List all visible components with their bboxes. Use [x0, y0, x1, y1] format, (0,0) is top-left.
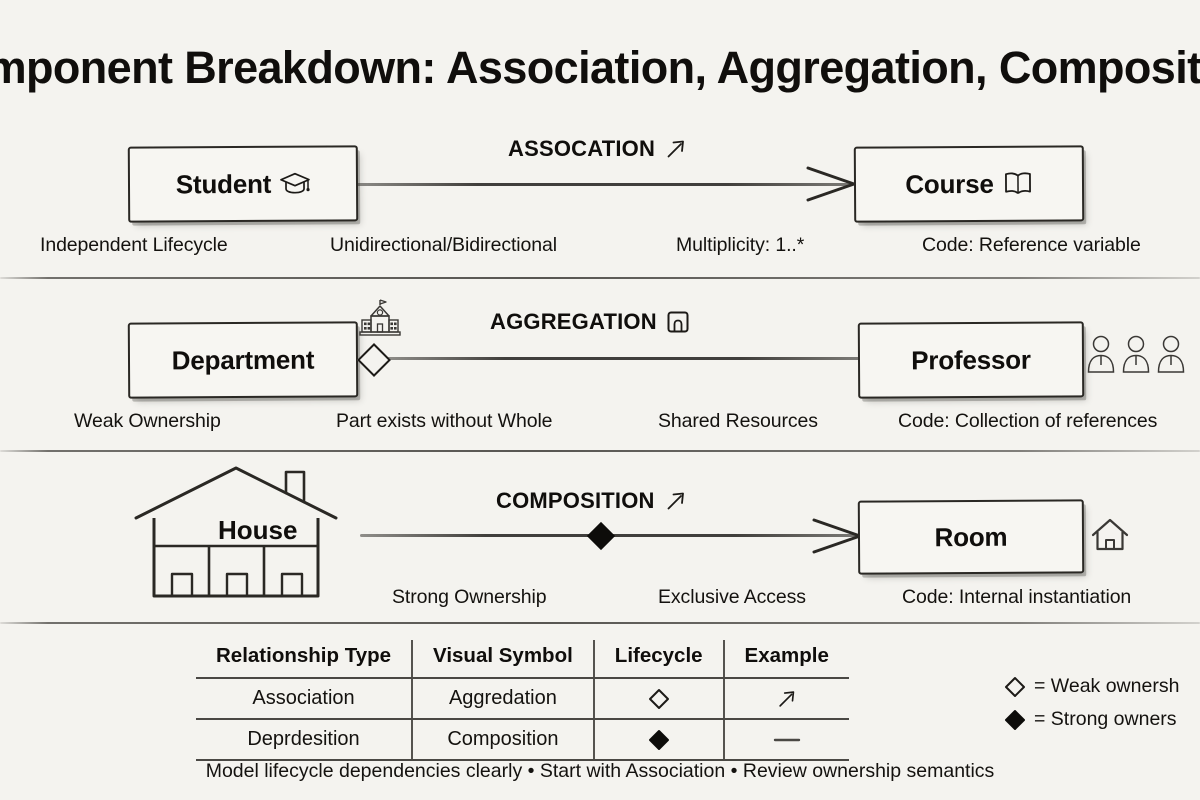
- aggregation-caption-1: Part exists without Whole: [336, 410, 553, 432]
- composition-relationship-label: COMPOSITION: [496, 488, 655, 513]
- composition-caption-2: Code: Internal instantiation: [902, 586, 1132, 608]
- aggregation-left-box[interactable]: Department: [127, 321, 359, 399]
- aggregation-caption-3: Code: Collection of references: [898, 410, 1158, 432]
- composition-caption-0: Strong Ownership: [392, 586, 547, 608]
- legend-strong-ownership: = Strong owners: [1004, 708, 1177, 731]
- legend-strong-ownership-label: = Strong owners: [1034, 708, 1177, 730]
- footer-tips: Model lifecycle dependencies clearly • S…: [205, 760, 995, 782]
- divider-3: [0, 622, 1200, 624]
- graduation-cap-icon: [280, 171, 311, 197]
- table-cell-example: [723, 678, 849, 720]
- divider-2: [0, 450, 1200, 452]
- table-cell-type: Association: [196, 678, 414, 720]
- table-cell-lifecycle: [593, 719, 725, 761]
- filled-diamond-icon: [1004, 709, 1026, 731]
- diagonal-arrow-icon: [664, 137, 688, 161]
- composition-right-box-label: Room: [934, 521, 1008, 552]
- summary-table: Relationship Type Visual Symbol Lifecycl…: [196, 640, 849, 761]
- legend-weak-ownership-label: = Weak ownersh: [1034, 675, 1180, 697]
- association-right-box[interactable]: Course: [853, 145, 1085, 223]
- filled-diamond-icon: [648, 729, 670, 751]
- table-cell-type: Deprdesition: [196, 719, 414, 761]
- diagonal-arrow-icon: [664, 489, 688, 513]
- association-caption-1: Unidirectional/Bidirectional: [330, 234, 557, 256]
- composition-right-box[interactable]: Room: [857, 499, 1085, 575]
- composition-caption-1: Exclusive Access: [658, 586, 806, 608]
- aggregation-caption-0: Weak Ownership: [74, 410, 221, 432]
- table-cell-lifecycle: [593, 678, 725, 720]
- table-cell-example: [723, 719, 849, 761]
- aggregation-connector-line: [386, 357, 860, 360]
- aggregation-hollow-diamond-icon: [357, 343, 391, 377]
- aggregation-caption-2: Shared Resources: [658, 410, 818, 432]
- dash-icon: [772, 735, 802, 745]
- table-header-example: Example: [723, 640, 849, 679]
- association-caption-0: Independent Lifecycle: [40, 234, 228, 256]
- table-cell-symbol: Composition: [412, 719, 595, 761]
- hollow-diamond-icon: [1004, 676, 1026, 698]
- aggregation-right-box-label: Professor: [911, 344, 1031, 375]
- association-left-box-label: Student: [175, 168, 272, 199]
- table-cell-symbol: Aggredation: [412, 678, 595, 720]
- association-left-box[interactable]: Student: [127, 145, 359, 223]
- aggregation-right-box[interactable]: Professor: [857, 321, 1085, 399]
- door-square-icon: [666, 310, 690, 334]
- school-building-icon: [358, 298, 402, 340]
- association-relationship-title: ASSOCATION: [508, 136, 688, 162]
- page-title: omponent Breakdown: Association, Aggrega…: [0, 42, 1200, 93]
- aggregation-relationship-label: AGGREGATION: [490, 309, 657, 334]
- association-connector-line: [352, 183, 852, 186]
- composition-filled-diamond-icon: [586, 521, 616, 551]
- composition-left-box-label: House: [218, 515, 298, 545]
- aggregation-relationship-title: AGGREGATION: [490, 309, 690, 335]
- hollow-diamond-icon: [648, 688, 670, 710]
- home-icon: [1090, 516, 1130, 554]
- open-book-icon: [1003, 171, 1033, 197]
- diagonal-arrow-icon: [776, 688, 798, 710]
- table-row[interactable]: Association Aggredation: [196, 678, 849, 720]
- three-people-icon: [1086, 332, 1186, 378]
- table-header-relationship-type: Relationship Type: [196, 640, 414, 679]
- table-header-row: Relationship Type Visual Symbol Lifecycl…: [196, 640, 849, 679]
- association-relationship-label: ASSOCATION: [508, 136, 656, 161]
- association-arrowhead-icon: [806, 164, 860, 204]
- table-header-visual-symbol: Visual Symbol: [412, 640, 595, 679]
- association-right-box-label: Course: [905, 168, 994, 199]
- association-caption-3: Code: Reference variable: [922, 234, 1141, 256]
- composition-relationship-title: COMPOSITION: [496, 488, 688, 514]
- house-outline-shape[interactable]: [132, 462, 374, 606]
- legend-weak-ownership: = Weak ownersh: [1004, 675, 1179, 698]
- table-header-lifecycle: Lifecycle: [593, 640, 725, 679]
- association-caption-2: Multiplicity: 1..*: [676, 234, 805, 256]
- aggregation-left-box-label: Department: [171, 344, 315, 375]
- table-row[interactable]: Deprdesition Composition: [196, 719, 849, 761]
- divider-1: [0, 277, 1200, 279]
